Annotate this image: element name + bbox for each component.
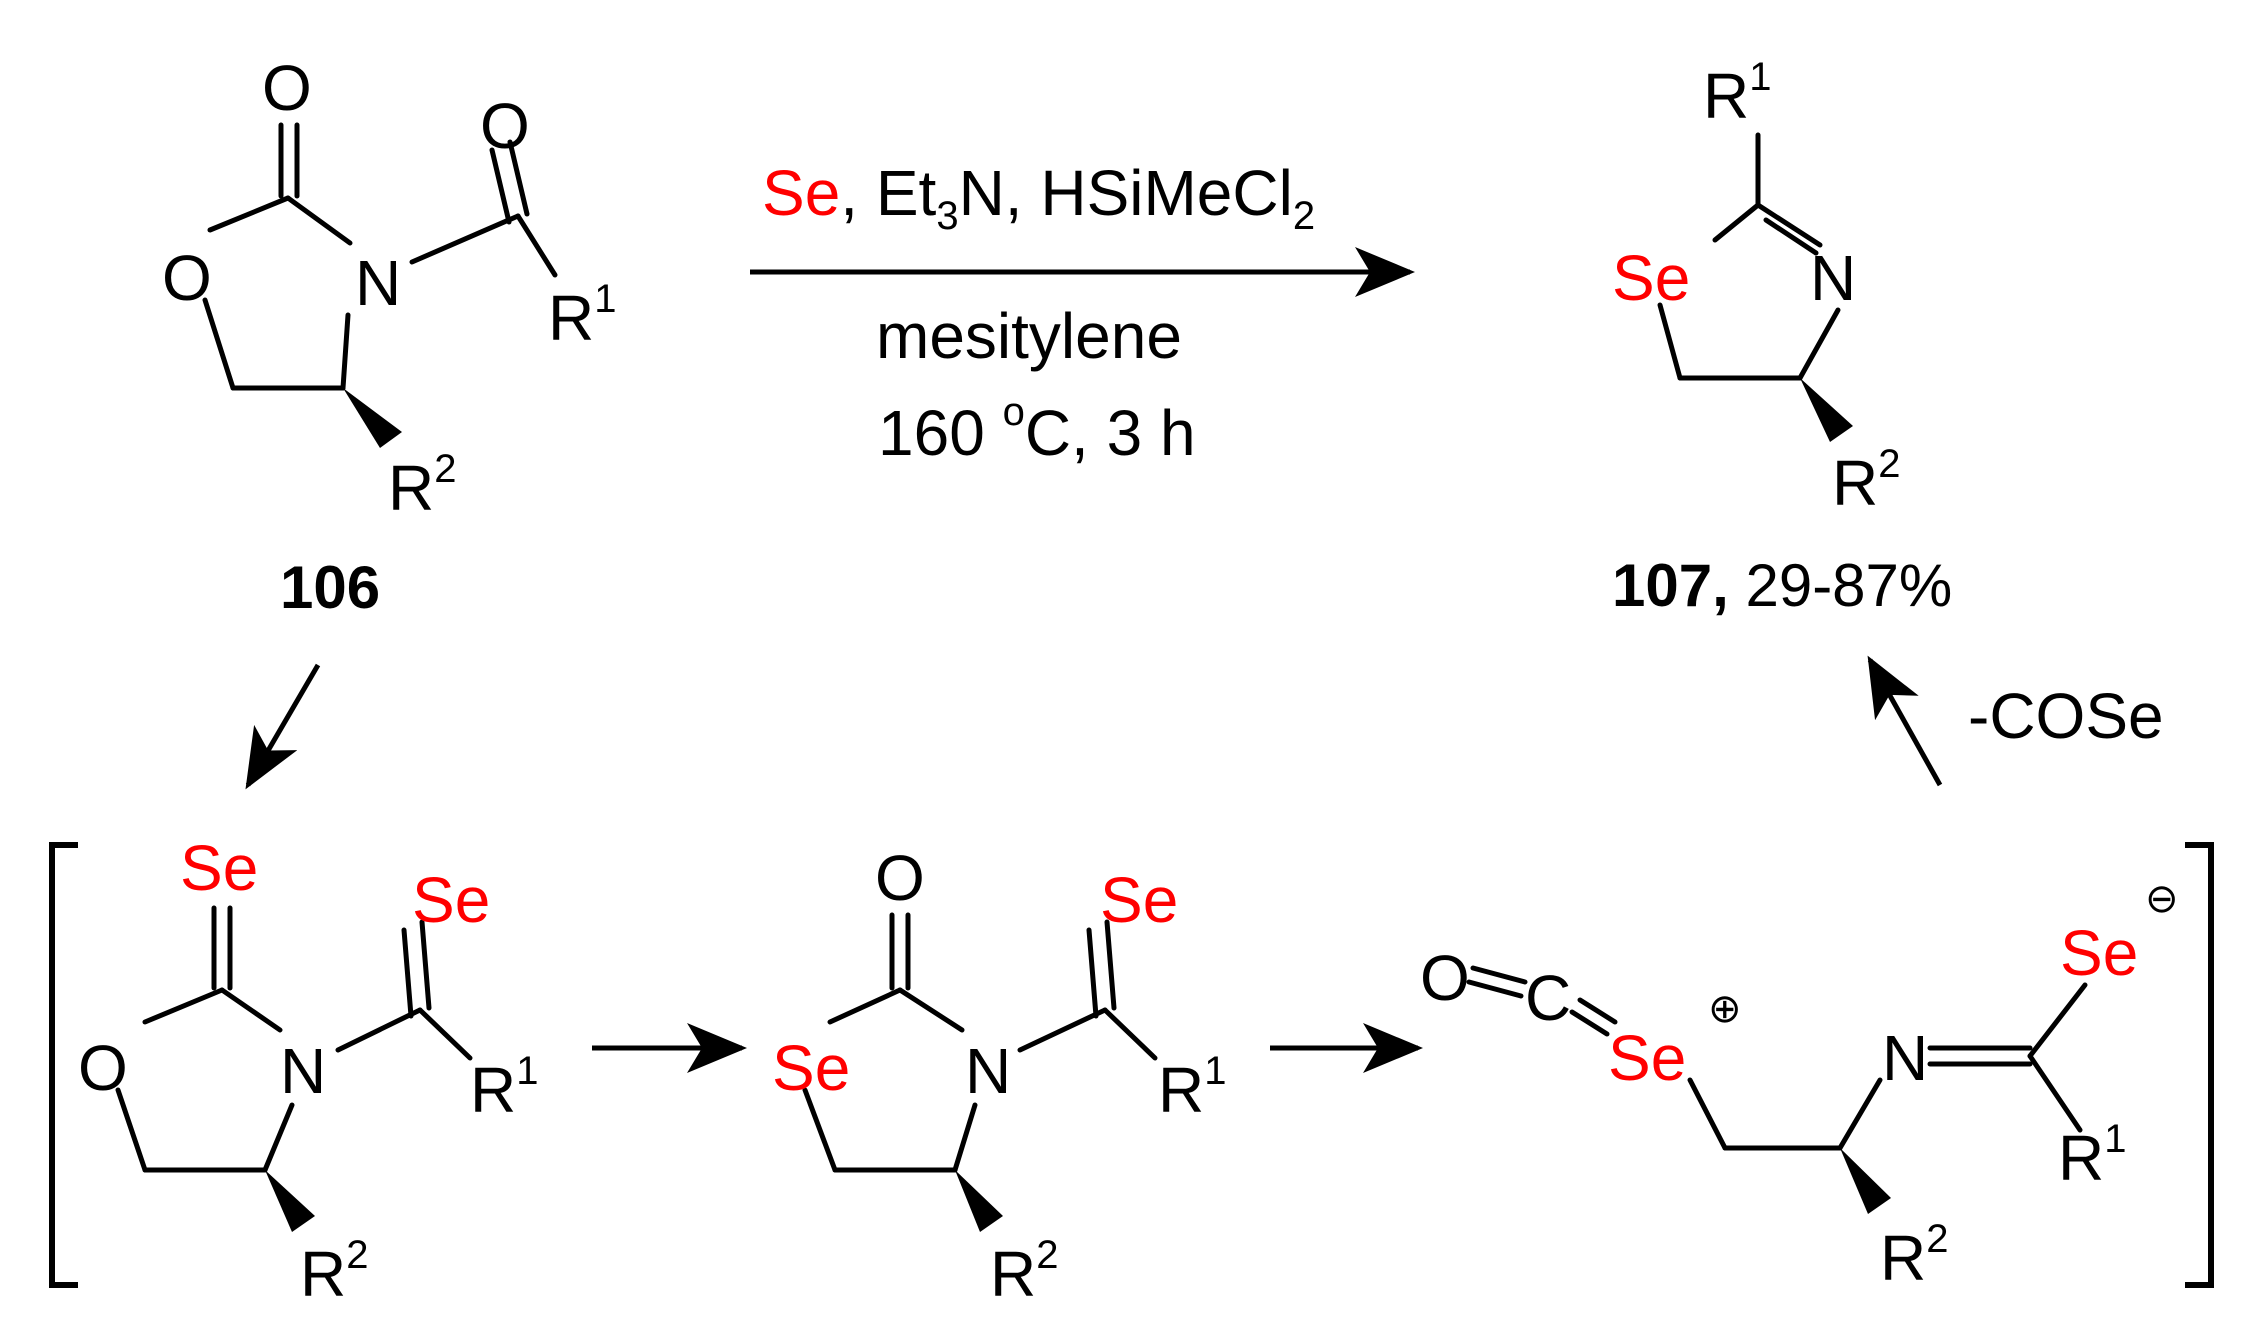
atom-n: N	[280, 1035, 326, 1107]
compound-label-106: 106	[280, 554, 380, 621]
atom-se: Se	[772, 1032, 850, 1104]
atom-n: N	[965, 1035, 1011, 1107]
atom-o: O	[162, 242, 212, 314]
stereo-wedge	[343, 388, 402, 448]
stereo-wedge	[1800, 378, 1853, 442]
substituent-r2: R2	[300, 1233, 368, 1310]
substituent-r1: R1	[1703, 55, 1771, 132]
compound-107: R1 Se N R2 107, 29-87%	[1612, 55, 1952, 619]
atom-se: Se	[1100, 864, 1178, 936]
arrow-up-to-product	[1867, 655, 1943, 787]
stereo-wedge	[1840, 1148, 1891, 1214]
atom-o: O	[262, 52, 312, 124]
substituent-r1: R1	[548, 277, 616, 354]
intermediate-zwitterion: O C Se ⊕ N Se ⊖ R1 R2	[1420, 877, 2179, 1294]
solvent-text: mesitylene	[876, 300, 1182, 372]
atom-se: Se	[2060, 917, 2138, 989]
stereo-wedge	[265, 1170, 315, 1232]
temperature-text: 160 oC, 3 h	[878, 390, 1196, 469]
atom-n: N	[355, 247, 401, 319]
atom-o: O	[78, 1032, 128, 1104]
atom-c: C	[1525, 962, 1571, 1034]
left-bracket	[49, 842, 78, 1288]
compound-label-107: 107, 29-87%	[1612, 552, 1952, 619]
reaction-conditions: Se, Et3N, HSiMeCl2 mesitylene 160 oC, 3 …	[750, 157, 1415, 469]
substituent-r2: R2	[1832, 442, 1900, 519]
stereo-wedge	[955, 1170, 1003, 1232]
positive-charge: ⊕	[1708, 987, 1742, 1031]
compound-106: O O O N R1 R2 106	[162, 52, 616, 621]
atom-se: Se	[1608, 1022, 1686, 1094]
intermediate-diselenide: Se Se O N R1 R2	[78, 832, 538, 1310]
reagents-text: Se, Et3N, HSiMeCl2	[762, 157, 1315, 238]
atom-o: O	[1420, 942, 1470, 1014]
atom-se: Se	[180, 832, 258, 904]
atom-o: O	[875, 842, 925, 914]
substituent-r2: R2	[1880, 1217, 1948, 1294]
substituent-r2: R2	[990, 1233, 1058, 1310]
atom-o: O	[480, 90, 530, 162]
substituent-r1: R1	[1158, 1049, 1226, 1126]
atom-se: Se	[412, 864, 490, 936]
substituent-r1: R1	[470, 1049, 538, 1126]
atom-n: N	[1882, 1022, 1928, 1094]
atom-se: Se	[1612, 242, 1690, 314]
negative-charge: ⊖	[2145, 877, 2179, 921]
atom-n: N	[1810, 242, 1856, 314]
substituent-r1: R1	[2058, 1117, 2126, 1194]
byproduct-text: -COSe	[1968, 680, 2164, 752]
intermediate-selenazolidinone: O Se Se N R1 R2	[772, 842, 1226, 1310]
substituent-r2: R2	[388, 447, 456, 524]
right-bracket	[2185, 842, 2214, 1288]
arrow-down-to-intermediate	[245, 663, 321, 790]
